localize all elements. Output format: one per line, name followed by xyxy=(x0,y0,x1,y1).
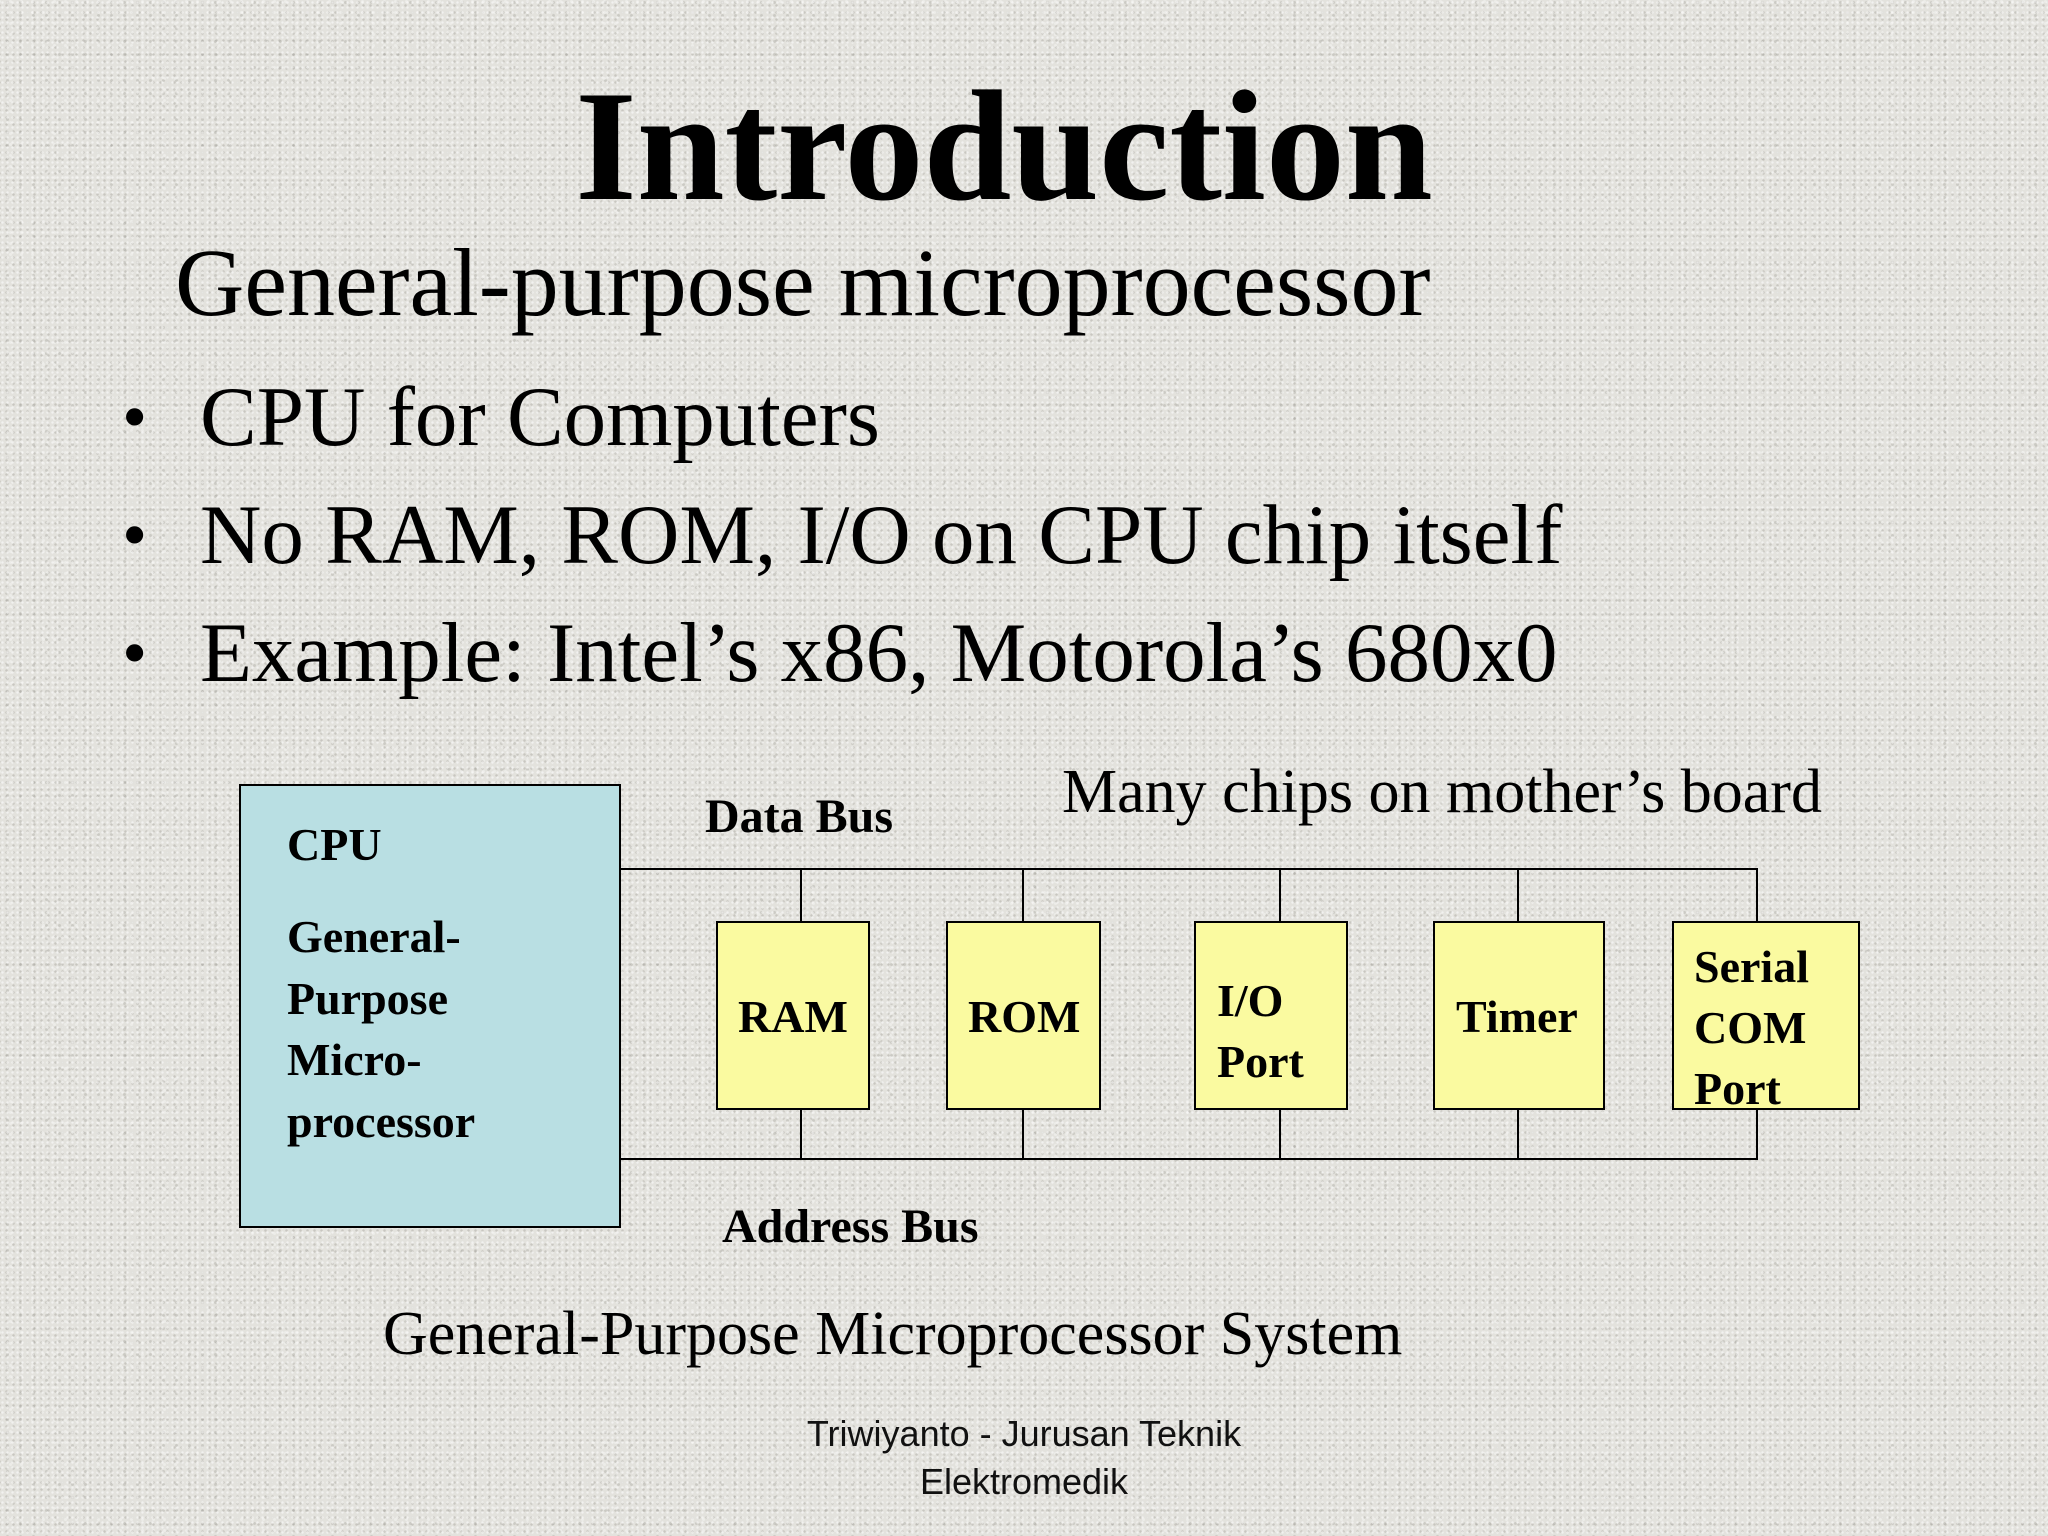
chip-label-timer: Timer xyxy=(1456,991,1578,1042)
bus-connectors xyxy=(800,869,1758,1159)
slide-subtitle: General-purpose microprocessor xyxy=(175,229,1431,336)
bullet-item: •CPU for Computers xyxy=(122,358,1562,476)
chip-box-serial-com-port xyxy=(1672,921,1860,1110)
chip-label-serial-com-port: COM xyxy=(1694,1002,1806,1053)
bullet-list: •CPU for Computers •No RAM, ROM, I/O on … xyxy=(122,358,1562,712)
motherboard-annotation: Many chips on mother’s board xyxy=(1062,758,1822,826)
chip-label-rom: ROM xyxy=(968,991,1080,1042)
chip-label-ram: RAM xyxy=(738,991,848,1042)
diagram-caption: General-Purpose Microprocessor System xyxy=(383,1300,1403,1368)
bullet-item: •No RAM, ROM, I/O on CPU chip itself xyxy=(122,476,1562,594)
slide-title: Introduction xyxy=(575,59,1433,234)
chip-label-io-port: I/O xyxy=(1217,975,1283,1026)
footer-line: Triwiyanto - Jurusan Teknik xyxy=(806,1413,1242,1454)
chip-box-ram xyxy=(716,921,870,1110)
chip-label-serial-com-port: Port xyxy=(1694,1063,1782,1114)
bullet-item: •Example: Intel’s x86, Motorola’s 680x0 xyxy=(122,594,1562,712)
bullet-glyph: • xyxy=(122,495,148,575)
chip-label-serial-com-port: Serial xyxy=(1694,941,1809,992)
bullet-glyph: • xyxy=(122,613,148,693)
address-bus-label: Address Bus xyxy=(722,1200,979,1253)
cpu-line: Micro- xyxy=(287,1034,422,1085)
footer-line: Elektromedik xyxy=(919,1461,1129,1502)
data-bus-label: Data Bus xyxy=(705,790,893,843)
cpu-box xyxy=(239,784,621,1228)
bullet-glyph: • xyxy=(122,377,148,457)
chip-box-rom xyxy=(946,921,1101,1110)
cpu-heading: CPU xyxy=(287,819,382,870)
cpu-line: Purpose xyxy=(287,973,448,1024)
footer: Triwiyanto - Jurusan Teknik Elektromedik xyxy=(724,1410,1324,1506)
cpu-line: processor xyxy=(287,1096,475,1147)
cpu-line: General- xyxy=(287,911,461,962)
chip-label-io-port: Port xyxy=(1217,1036,1305,1087)
chip-box-timer xyxy=(1433,921,1605,1110)
chip-box-io-port xyxy=(1194,921,1348,1110)
